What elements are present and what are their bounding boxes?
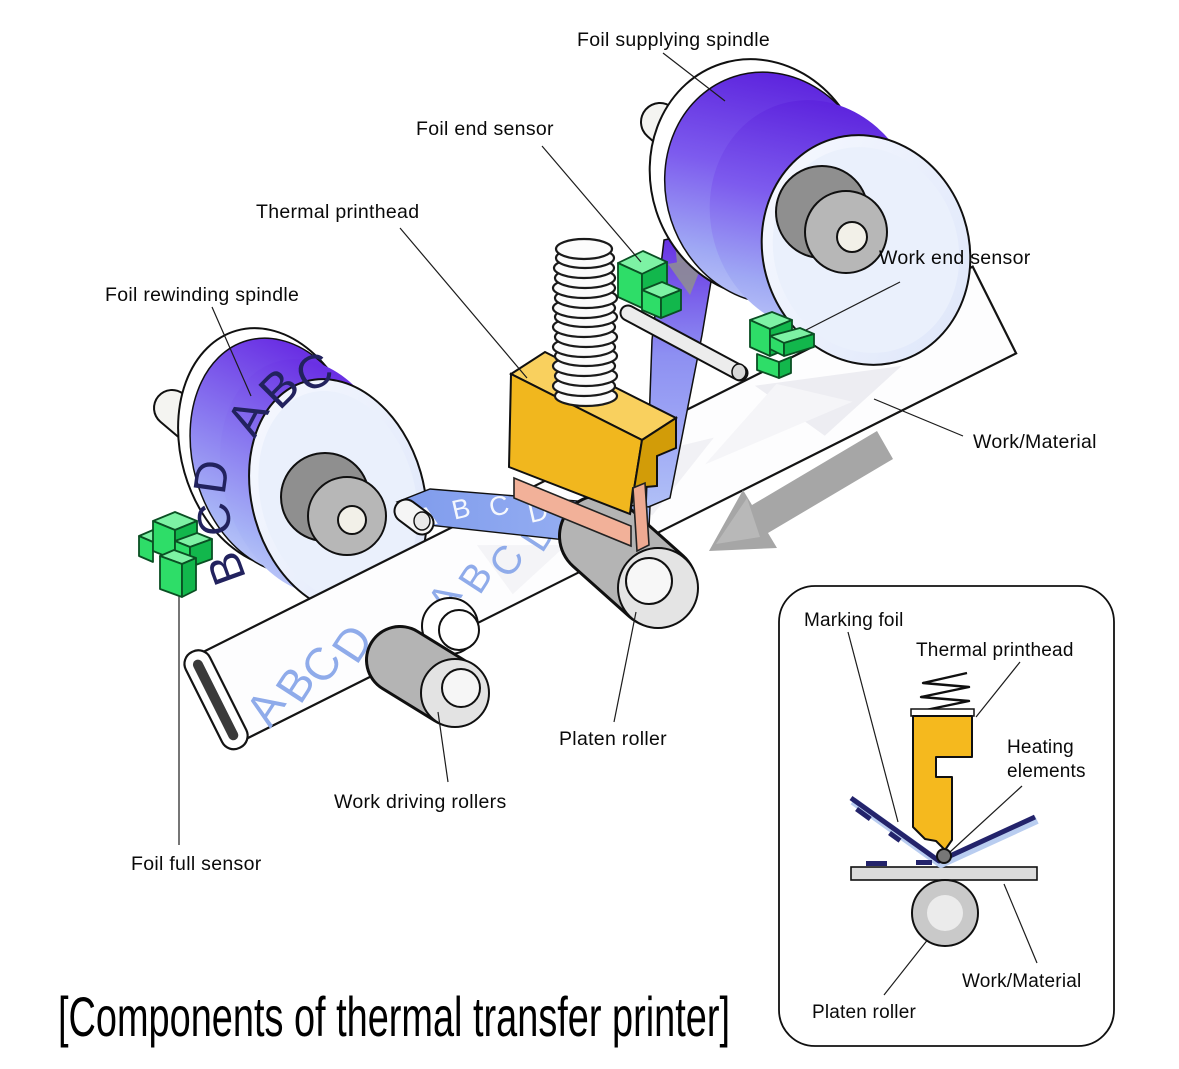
hub-hole [836,221,868,253]
inset-label-marking-foil: Marking foil [804,610,904,631]
foil-guide-rod [619,304,749,382]
label-work-material: Work/Material [973,431,1097,453]
pressure-spring [551,237,619,408]
label-work-driving-rollers: Work driving rollers [334,791,507,813]
work-driving-rollers [365,597,490,728]
inset-detail: Marking foil Thermal printhead Heating e… [778,585,1115,1047]
lower-roller-hub [441,668,481,708]
inset-label-heating-1: Heating [1007,737,1074,758]
inset-heating-element [936,848,952,864]
work-direction-arrow [709,431,893,551]
label-foil-supplying-spindle: Foil supplying spindle [577,29,770,51]
printhead-side-face [629,416,677,515]
leader-lines [178,52,964,845]
thermal-printhead [507,237,679,553]
inset-label-thermal-printhead: Thermal printhead [916,640,1074,661]
inset-ink-mark [916,860,932,865]
figure-title: [Components of thermal transfer printer] [58,985,730,1048]
inset-ink-mark [866,861,887,866]
foil-supplying-spindle [640,58,972,366]
label-thermal-printhead: Thermal printhead [256,201,419,223]
heating-strip [513,476,632,548]
label-foil-end-sensor: Foil end sensor [416,118,554,140]
platen-hub [625,557,673,605]
labels: Foil supplying spindle Foil end sensor T… [105,29,1097,875]
foil-full-sensor [138,511,213,598]
hub-hole [337,505,367,535]
label-foil-rewinding-spindle: Foil rewinding spindle [105,284,299,306]
roll-letter: D [183,457,239,497]
inset-printhead [912,715,973,851]
inset-spring [919,671,971,713]
inset-label-heating-2: elements [1007,761,1086,782]
inset-label-work-material: Work/Material [962,971,1081,992]
label-foil-full-sensor: Foil full sensor [131,853,262,875]
foil-end-sensor [617,250,682,319]
label-platen-roller: Platen roller [559,728,667,750]
band-end-slot [192,659,239,741]
heating-strip-side [632,481,650,553]
label-work-end-sensor: Work end sensor [879,247,1031,269]
inset-label-platen-roller: Platen roller [812,1002,916,1023]
inset-work-bar [850,866,1038,881]
platen-roller [558,494,699,629]
work-end-sensor [749,311,815,379]
